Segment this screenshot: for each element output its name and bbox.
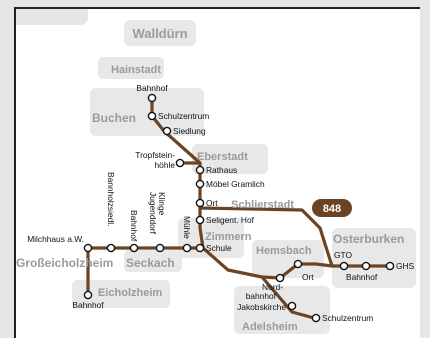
label-seckach-bahnhof: Bahnhof bbox=[129, 210, 139, 242]
stop-tropfsteinhoehle[interactable] bbox=[175, 158, 185, 168]
stop-buchen-schulzentrum[interactable] bbox=[147, 111, 157, 121]
label-nordbahnhof-1: Nord- bbox=[262, 282, 283, 292]
town-eberstadt: Eberstadt bbox=[197, 151, 248, 163]
osterburken-box bbox=[332, 228, 416, 288]
label-tropfstein-1: Tropfstein- bbox=[135, 150, 175, 160]
hemsbach-box bbox=[252, 240, 324, 278]
town-schlierstadt: Schlierstadt bbox=[231, 199, 294, 211]
stop-nordbahnhof[interactable] bbox=[275, 273, 285, 283]
town-hainstadt: Hainstadt bbox=[111, 64, 161, 76]
label-osterburken-ghs: GHS bbox=[396, 261, 415, 271]
label-eberstadt-moebel: Möbel Gramlich bbox=[206, 179, 265, 189]
label-jugenddorf-2: Klinge bbox=[157, 192, 167, 216]
label-jugenddorf-1: Jugenddorf bbox=[148, 192, 158, 235]
label-zimmern-muehle: Mühle bbox=[182, 216, 192, 239]
label-tropfstein-2: höhle bbox=[155, 160, 176, 170]
stop-eberstadt-moebel[interactable] bbox=[195, 179, 205, 189]
town-adelsheim: Adelsheim bbox=[242, 321, 298, 333]
stop-bannholzsiedl[interactable] bbox=[106, 243, 116, 253]
frame-corner bbox=[16, 9, 88, 25]
label-seligent-hof: Seligent. Hof bbox=[206, 215, 255, 225]
eberstadt-box bbox=[192, 144, 268, 174]
stop-schlierstadt-ort[interactable] bbox=[195, 198, 205, 208]
stop-jugenddorf-klinge[interactable] bbox=[155, 243, 165, 253]
eicholzheim-box bbox=[72, 280, 170, 308]
stop-seligent-hof[interactable] bbox=[195, 215, 205, 225]
stop-hainstadt-bahnhof[interactable] bbox=[147, 93, 157, 103]
label-buchen-schulzentrum: Schulzentrum bbox=[158, 111, 209, 121]
route-badge-label: 848 bbox=[323, 203, 341, 215]
label-buchen-siedlung: Siedlung bbox=[173, 126, 206, 136]
label-eberstadt-rathaus: Rathaus bbox=[206, 165, 237, 175]
stop-eberstadt-rathaus[interactable] bbox=[195, 165, 205, 175]
stop-hemsbach-ort[interactable] bbox=[293, 259, 303, 269]
hainstadt-box bbox=[98, 57, 164, 79]
stop-jakobskirche[interactable] bbox=[287, 301, 297, 311]
stop-adelsheim-schulzentrum[interactable] bbox=[311, 313, 321, 323]
label-eicholzheim-bahnhof: Bahnhof bbox=[72, 300, 104, 310]
stop-zimmern-schule[interactable] bbox=[195, 243, 205, 253]
walldurn-box bbox=[124, 20, 196, 46]
town-grosseicholzheim: Großeicholzheim bbox=[16, 256, 113, 270]
town-seckach: Seckach bbox=[126, 256, 175, 270]
stop-milchhaus[interactable] bbox=[83, 243, 93, 253]
town-buchen: Buchen bbox=[92, 111, 136, 125]
town-osterburken: Osterburken bbox=[333, 232, 404, 246]
label-osterburken-gto: GTO bbox=[334, 250, 352, 260]
label-schlierstadt-ort: Ort bbox=[206, 198, 218, 208]
stop-osterburken-bahnhof[interactable] bbox=[361, 261, 371, 271]
label-milchhaus: Milchhaus a.W. bbox=[27, 234, 84, 244]
stop-zimmern-muehle[interactable] bbox=[182, 243, 192, 253]
buchen-box bbox=[90, 88, 204, 136]
label-hemsbach-ort: Ort bbox=[302, 272, 314, 282]
label-zimmern-schule: Schule bbox=[206, 243, 232, 253]
route-badge bbox=[312, 199, 352, 217]
town-zimmern: Zimmern bbox=[205, 231, 252, 243]
stop-osterburken-gto[interactable] bbox=[339, 261, 349, 271]
label-osterburken-bahnhof: Bahnhof bbox=[346, 272, 378, 282]
town-walldurn: Walldürn bbox=[132, 26, 187, 41]
stop-eicholzheim-bahnhof[interactable] bbox=[83, 290, 93, 300]
town-eicholzheim: Eicholzheim bbox=[98, 287, 162, 299]
stop-osterburken-ghs[interactable] bbox=[385, 261, 395, 271]
label-hainstadt-bahnhof: Bahnhof bbox=[136, 83, 168, 93]
label-bannholzsiedl: Bannholzsiedl. bbox=[106, 172, 116, 226]
stop-buchen-siedlung[interactable] bbox=[162, 126, 172, 136]
route-line bbox=[86, 96, 392, 320]
adelsheim-box bbox=[234, 286, 330, 334]
label-nordbahnhof-2: bahnhof bbox=[246, 291, 277, 301]
label-jakobskirche: Jakobskirche bbox=[237, 302, 286, 312]
town-hemsbach: Hemsbach bbox=[256, 245, 312, 257]
stop-seckach-bahnhof[interactable] bbox=[129, 243, 139, 253]
seckach-box bbox=[124, 250, 182, 272]
label-adelsheim-schulzentrum: Schulzentrum bbox=[322, 313, 373, 323]
